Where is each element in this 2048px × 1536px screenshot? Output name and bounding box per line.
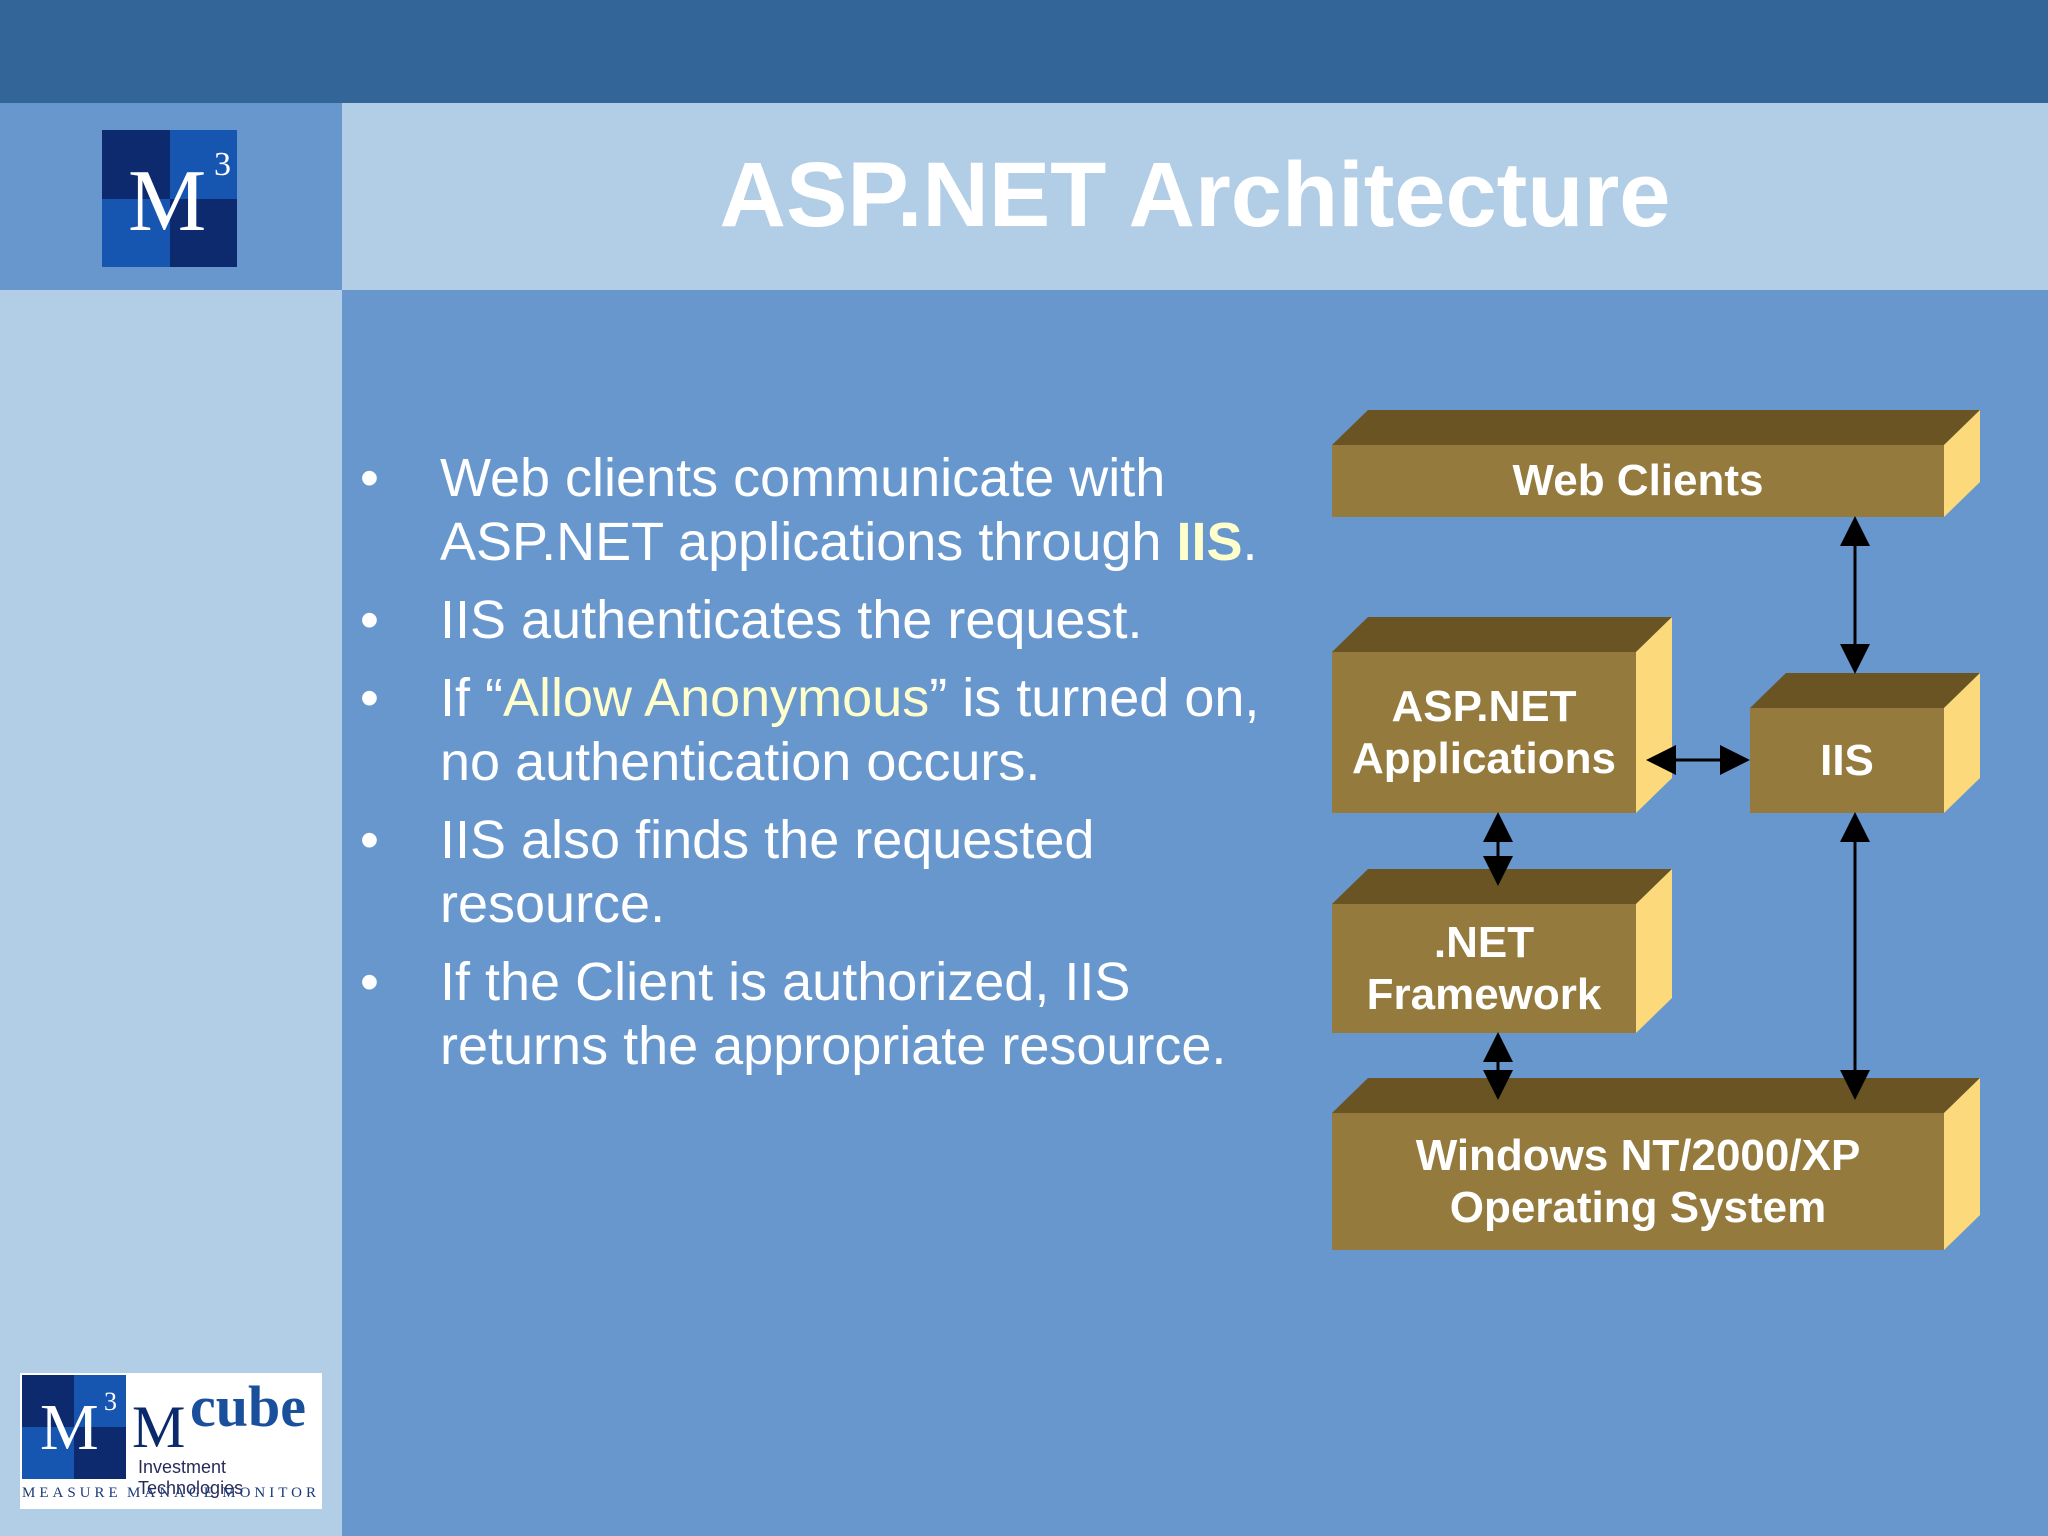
bullet-text: . (1242, 512, 1258, 572)
bullet-highlight: Allow Anonymous (503, 668, 930, 728)
page-title: ASP.NET Architecture (719, 144, 1671, 246)
os-line2: Operating System (1449, 1182, 1827, 1232)
brand-tagline: MEASURE MANAGE MONITOR (22, 1485, 320, 1502)
bullet-text: IIS authenticates the request. (440, 590, 1143, 650)
brand-subtitle: Investment Technologies (138, 1457, 244, 1498)
mcube-logo: M 3 M cube Investment Technologies MEASU… (20, 1373, 322, 1509)
web-clients-box (1332, 410, 1980, 517)
logo-superscript: 3 (214, 146, 231, 183)
footer-logo-superscript: 3 (104, 1387, 117, 1416)
bullet-dot: • (360, 810, 379, 870)
m3-logo: M 3 (102, 130, 237, 267)
bullet-text: IIS also finds the requested resource. (440, 810, 1095, 934)
bullet-dot: • (360, 590, 379, 650)
netfw-line2: Framework (1366, 969, 1602, 1019)
logo-letter: M (128, 153, 207, 250)
bullet-item: • If the Client is authorized, IIS retur… (360, 950, 1300, 1078)
bullet-dot: • (360, 448, 379, 508)
iis-box (1750, 673, 1980, 813)
aspnet-applications-label: ASP.NET Applications (1332, 652, 1636, 813)
brand-m: M (132, 1394, 186, 1460)
top-band (0, 0, 2048, 103)
bullet-text: If the Client is authorized, IIS returns… (440, 952, 1227, 1076)
aspnet-line2: Applications (1351, 733, 1617, 783)
bullet-dot: • (360, 668, 379, 728)
bullet-highlight: IIS (1176, 512, 1243, 572)
tagline-measure: MEASURE (22, 1485, 122, 1501)
operating-system-label: Windows NT/2000/XP Operating System (1332, 1113, 1944, 1250)
brand-word: cube (190, 1374, 306, 1439)
title-band (342, 103, 2048, 290)
tagline-manage: MANAGE (127, 1485, 217, 1501)
bullet-item: • IIS also finds the requested resource. (360, 808, 1300, 936)
bullet-item: • Web clients communicate with ASP.NET a… (360, 446, 1300, 574)
left-panel (0, 103, 342, 1536)
footer-logo-letter: M (40, 1391, 99, 1464)
bullet-item: • IIS authenticates the request. (360, 588, 1300, 652)
net-framework-label: .NET Framework (1332, 904, 1636, 1033)
bullet-text: If “ (440, 668, 503, 728)
bullet-list: • Web clients communicate with ASP.NET a… (360, 446, 1300, 1092)
bullet-text: ” is turned on, no authentication occurs… (440, 668, 1260, 792)
os-line1: Windows NT/2000/XP (1415, 1130, 1861, 1180)
web-clients-label: Web Clients (1512, 456, 1764, 505)
iis-label: IIS (1820, 735, 1874, 785)
architecture-diagram: Web Clients ASP.NET Applications IIS .NE… (1320, 400, 2040, 1260)
aspnet-line1: ASP.NET (1391, 681, 1577, 731)
bullet-item: • If “Allow Anonymous” is turned on, no … (360, 666, 1300, 794)
net-framework-box (1332, 869, 1672, 1033)
netfw-line1: .NET (1433, 917, 1535, 967)
bullet-text: Web clients communicate with ASP.NET app… (440, 448, 1177, 572)
tagline-monitor: MONITOR (222, 1485, 320, 1501)
bullet-dot: • (360, 952, 379, 1012)
